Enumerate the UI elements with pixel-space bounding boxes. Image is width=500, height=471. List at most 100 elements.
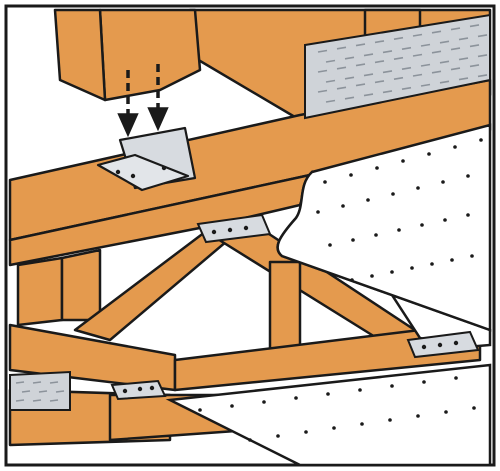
plate-slot <box>363 53 374 57</box>
screw-hole <box>161 165 167 171</box>
plate-slot <box>317 89 328 93</box>
plate-slot <box>431 30 442 34</box>
drywall-screw <box>248 438 252 442</box>
plate-slot <box>49 399 59 402</box>
drywall-screw <box>422 380 426 384</box>
drywall-screw <box>416 414 420 418</box>
drywall-screw <box>390 270 394 274</box>
drywall-screw <box>341 204 345 208</box>
plate-slot <box>401 46 412 50</box>
plate-slot <box>317 49 328 53</box>
drywall-screw <box>444 410 448 414</box>
drywall-screw <box>375 166 379 170</box>
drywall-screw <box>323 180 327 184</box>
left-vertical-post-a <box>16 256 64 327</box>
plate-slot <box>355 83 366 87</box>
plate-slot <box>439 60 450 64</box>
plate-slot <box>363 73 374 77</box>
screw-hole <box>137 386 143 392</box>
drywall-screw <box>430 262 434 266</box>
plate-slot <box>450 27 461 31</box>
plate-slot <box>477 34 488 38</box>
plate-slot <box>401 86 412 90</box>
plate-slot <box>431 50 442 54</box>
drywall-screw <box>374 233 378 237</box>
drywall-screw <box>328 243 332 247</box>
drywall-screw <box>466 174 470 178</box>
plate-slot <box>32 381 42 384</box>
truss-plate-upper <box>304 13 491 120</box>
plate-slot <box>412 33 423 37</box>
screw-hole <box>149 385 155 391</box>
plate-slot <box>374 80 385 84</box>
screw-hole <box>211 229 217 235</box>
plate-slot <box>344 56 355 60</box>
plate-slot <box>458 37 469 41</box>
plate-slot <box>393 76 404 80</box>
plate-slot <box>382 90 393 94</box>
plate-slot <box>355 63 366 67</box>
plate-slot <box>55 390 65 393</box>
screw-hole <box>453 340 459 346</box>
clip-base <box>96 153 190 192</box>
drywall-screw <box>316 210 320 214</box>
drywall-screw <box>450 258 454 262</box>
drywall-screw <box>294 396 298 400</box>
plate-slot <box>374 60 385 64</box>
drywall-screw <box>441 180 445 184</box>
drywall-screw <box>360 422 364 426</box>
plate-slot <box>32 399 42 402</box>
bottom-chord <box>173 328 482 392</box>
plate-slot <box>469 24 480 28</box>
drywall-screw <box>472 406 476 410</box>
plate-slot <box>420 63 431 67</box>
drywall-screw <box>390 384 394 388</box>
plate-slot <box>374 40 385 44</box>
hurricane-tie <box>96 126 197 192</box>
plate-slot <box>325 79 336 83</box>
screw-hole <box>130 173 136 179</box>
plate-slot <box>382 70 393 74</box>
drywall-screw <box>349 173 353 177</box>
plate-slot <box>49 381 59 384</box>
screw-hole <box>421 344 427 350</box>
drywall-screw <box>391 192 395 196</box>
plate-slot <box>344 76 355 80</box>
plate-slot <box>439 40 450 44</box>
plate-slot <box>420 43 431 47</box>
drywall-screw <box>427 152 431 156</box>
drywall-screw <box>262 400 266 404</box>
plate-slot <box>336 46 347 50</box>
screw-hole <box>115 169 121 175</box>
plate-slot <box>317 69 328 73</box>
plate-slot <box>15 381 25 384</box>
drywall-screw <box>326 392 330 396</box>
drywall-screw <box>410 266 414 270</box>
drywall-screw <box>388 418 392 422</box>
drywall-screw <box>230 404 234 408</box>
plate-slot <box>393 36 404 40</box>
drywall-screw <box>358 388 362 392</box>
plate-slot <box>355 43 366 47</box>
connector-right <box>406 330 480 359</box>
plate-slot <box>477 54 488 58</box>
drywall-screw <box>198 408 202 412</box>
rafter-top <box>53 8 107 102</box>
plate-slot <box>401 66 412 70</box>
plate-slot <box>412 73 423 77</box>
drywall-main <box>276 123 492 332</box>
drywall-screw <box>304 430 308 434</box>
left-vertical-post-b <box>60 248 102 322</box>
plate-slot <box>477 74 488 78</box>
load-arrows <box>117 64 169 138</box>
plate-slot <box>431 70 442 74</box>
screw-hole <box>437 342 443 348</box>
drywall-screw <box>332 426 336 430</box>
plate-slot <box>458 77 469 81</box>
plate-slot <box>15 399 25 402</box>
drywall-screw <box>276 434 280 438</box>
connector-holes <box>115 165 459 394</box>
plate-slot <box>469 64 480 68</box>
